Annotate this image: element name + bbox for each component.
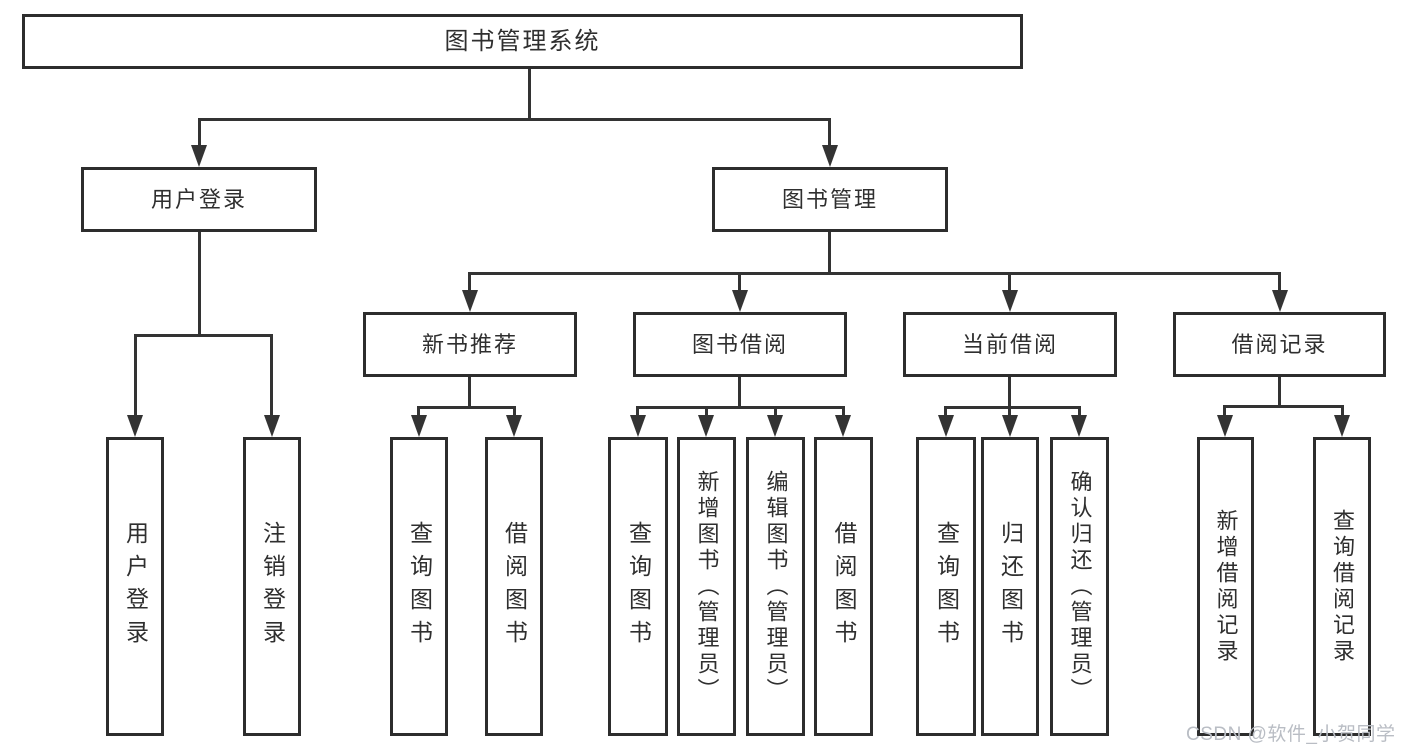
connector-book-borrow-drop — [738, 377, 741, 406]
connector-stem — [944, 406, 947, 417]
node-root-label: 图书管理系统 — [444, 27, 601, 55]
node-book-borrow: 图书借阅 — [633, 312, 847, 377]
node-user-login: 用户登录 — [81, 167, 317, 232]
connector-stem — [1008, 272, 1011, 293]
leaf-borrow-books-recommend: 借阅图书 — [485, 437, 543, 736]
leaf-add-borrow-record-label: 新增借阅记录 — [1213, 508, 1239, 665]
arrowhead-icon — [822, 145, 838, 167]
arrowhead-icon — [1334, 415, 1350, 437]
connector-stem — [774, 406, 777, 417]
leaf-add-books-admin: 新增图书（管理员） — [677, 437, 736, 736]
arrowhead-icon — [698, 415, 714, 437]
connector-stem — [1008, 406, 1011, 417]
arrowhead-icon — [1217, 415, 1233, 437]
node-book-management: 图书管理 — [712, 167, 948, 232]
arrowhead-icon — [411, 415, 427, 437]
connector-new-book-drop — [468, 377, 471, 406]
node-current-borrow-label: 当前借阅 — [961, 331, 1058, 357]
connector-current-borrow-split — [944, 406, 1081, 409]
csdn-watermark: CSDN @软件_小贺同学 — [1186, 724, 1396, 745]
node-new-book-recommend: 新书推荐 — [363, 312, 577, 377]
node-book-borrow-label: 图书借阅 — [691, 331, 788, 357]
arrowhead-icon — [264, 415, 280, 437]
connector-stem — [1341, 405, 1344, 417]
leaf-add-books-admin-label: 新增图书（管理员） — [694, 469, 720, 704]
arrowhead-icon — [938, 415, 954, 437]
leaf-borrow-books-label: 借阅图书 — [831, 520, 857, 653]
arrowhead-icon — [630, 415, 646, 437]
connector-borrow-records-drop — [1278, 377, 1281, 406]
leaf-borrow-books: 借阅图书 — [814, 437, 873, 736]
connector-root-drop — [528, 69, 531, 121]
node-new-book-recommend-label: 新书推荐 — [421, 331, 518, 357]
arrowhead-icon — [1002, 290, 1018, 312]
arrowhead-icon — [462, 290, 478, 312]
leaf-user-login: 用户登录 — [106, 437, 164, 736]
connector-stem — [468, 272, 471, 293]
leaf-logout: 注销登录 — [243, 437, 301, 736]
connector-stem — [1078, 406, 1081, 417]
arrowhead-icon — [767, 415, 783, 437]
leaf-return-books-label: 归还图书 — [997, 520, 1024, 653]
leaf-query-books-borrow: 查询图书 — [608, 437, 668, 736]
node-user-login-label: 用户登录 — [150, 186, 247, 212]
leaf-edit-books-admin-label: 编辑图书（管理员） — [763, 469, 789, 704]
connector-stem — [738, 272, 741, 293]
connector-book-mgmt-drop — [828, 232, 831, 275]
leaf-query-books-current: 查询图书 — [916, 437, 976, 736]
connector-stem — [134, 334, 137, 417]
leaf-edit-books-admin: 编辑图书（管理员） — [746, 437, 805, 736]
arrowhead-icon — [732, 290, 748, 312]
connector-stem — [198, 118, 201, 148]
leaf-query-books-current-label: 查询图书 — [933, 520, 960, 653]
leaf-user-login-label: 用户登录 — [122, 520, 149, 653]
leaf-add-borrow-record: 新增借阅记录 — [1197, 437, 1254, 736]
leaf-return-books: 归还图书 — [981, 437, 1039, 736]
leaf-query-books-borrow-label: 查询图书 — [625, 520, 652, 653]
leaf-logout-label: 注销登录 — [259, 520, 286, 653]
connector-stem — [636, 406, 639, 417]
arrowhead-icon — [1272, 290, 1288, 312]
arrowhead-icon — [1071, 415, 1087, 437]
connector-root-split — [198, 118, 831, 121]
connector-new-book-split — [417, 406, 516, 409]
node-root: 图书管理系统 — [22, 14, 1023, 69]
connector-stem — [1278, 272, 1281, 293]
connector-stem — [417, 406, 420, 417]
arrowhead-icon — [1002, 415, 1018, 437]
connector-user-login-drop — [198, 232, 201, 337]
arrowhead-icon — [127, 415, 143, 437]
node-current-borrow: 当前借阅 — [903, 312, 1117, 377]
leaf-query-borrow-record-label: 查询借阅记录 — [1330, 508, 1355, 665]
connector-stem — [705, 406, 708, 417]
connector-book-borrow-split — [636, 406, 845, 409]
arrowhead-icon — [191, 145, 207, 167]
leaf-query-borrow-record: 查询借阅记录 — [1313, 437, 1371, 736]
leaf-query-books-recommend: 查询图书 — [390, 437, 448, 736]
connector-borrow-records-split — [1223, 405, 1344, 408]
connector-stem — [1223, 405, 1226, 417]
connector-stem — [270, 334, 273, 417]
connector-current-borrow-drop — [1008, 377, 1011, 406]
connector-stem — [513, 406, 516, 417]
arrowhead-icon — [506, 415, 522, 437]
connector-user-login-split — [134, 334, 273, 337]
leaf-confirm-return-admin-label: 确认归还（管理员） — [1067, 469, 1093, 704]
connector-stem — [842, 406, 845, 417]
leaf-confirm-return-admin: 确认归还（管理员） — [1050, 437, 1109, 736]
connector-stem — [828, 118, 831, 148]
leaf-query-books-recommend-label: 查询图书 — [406, 520, 433, 653]
connector-book-mgmt-split — [468, 272, 1281, 275]
node-book-management-label: 图书管理 — [781, 186, 878, 212]
node-borrow-records: 借阅记录 — [1173, 312, 1386, 377]
node-borrow-records-label: 借阅记录 — [1231, 331, 1328, 357]
arrowhead-icon — [835, 415, 851, 437]
leaf-borrow-books-recommend-label: 借阅图书 — [501, 520, 528, 653]
